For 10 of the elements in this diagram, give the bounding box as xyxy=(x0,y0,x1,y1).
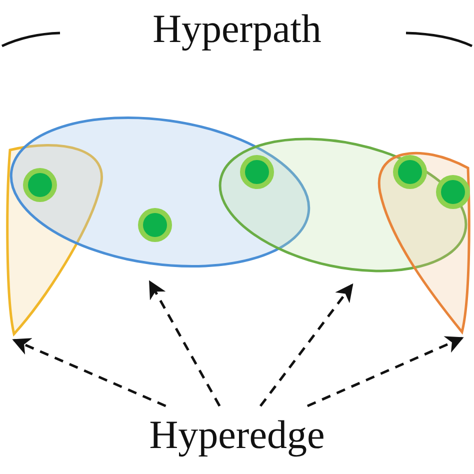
dashed-arrow xyxy=(12,338,166,408)
dashed-arrow xyxy=(306,336,464,408)
title: Hyperpath xyxy=(152,6,322,52)
vertex-dot xyxy=(240,155,274,189)
dashed-arrow xyxy=(259,283,354,407)
vertex-dot xyxy=(138,208,172,242)
vertex-dot xyxy=(393,155,427,189)
hyperedge-label: Hyperedge xyxy=(112,412,362,458)
vertex-dot xyxy=(23,168,57,202)
dashed-arrow xyxy=(148,280,221,407)
